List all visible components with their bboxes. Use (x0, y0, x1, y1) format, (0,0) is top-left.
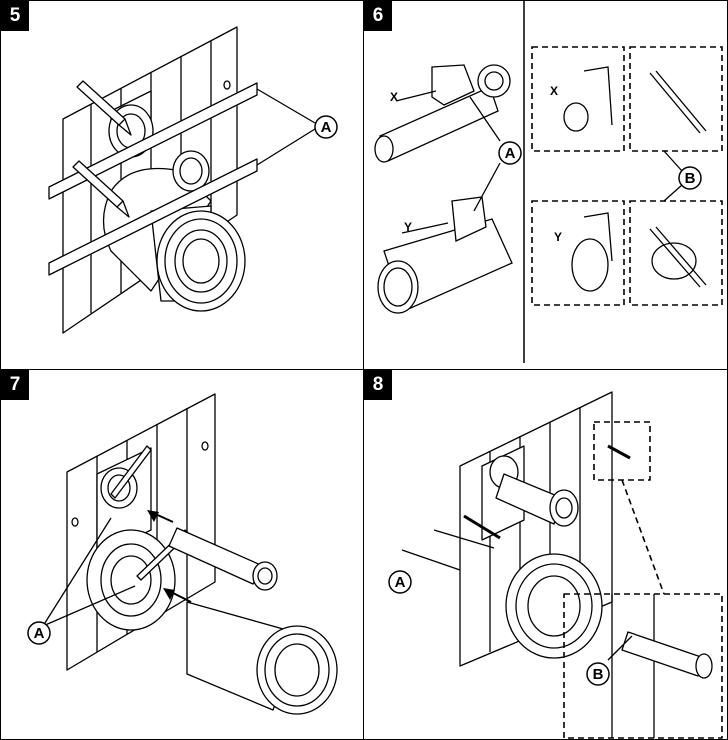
step-6-dimension-x-main: X (390, 90, 398, 104)
step-8-number: 8 (364, 370, 392, 400)
step-8-callout-a: A (395, 574, 406, 591)
step-8-panel: 8 (363, 369, 728, 740)
step-5-panel: 5 (0, 0, 364, 370)
step-8-callout-b: B (593, 666, 604, 683)
step-7-panel: 7 (0, 369, 364, 740)
step-6-dimension-y-detail: Y (554, 230, 562, 244)
step-5-callout-a: A (321, 119, 332, 136)
step-6-dimension-x-detail: X (550, 84, 558, 98)
step-5-illustration: A (48, 26, 338, 334)
step-6-number: 6 (364, 1, 392, 31)
step-6-panel: 6 (363, 0, 728, 370)
step-7-callout-a: A (34, 625, 45, 642)
step-6-illustration: A B X Y X Y (374, 1, 723, 363)
step-7-number: 7 (1, 370, 29, 400)
step-6-callout-b: B (685, 170, 696, 187)
step-7-illustration: A (27, 393, 338, 715)
step-6-callout-a: A (505, 145, 516, 162)
step-8-illustration: A B (388, 391, 723, 739)
step-6-dimension-y-main: Y (404, 220, 412, 234)
step-5-number: 5 (1, 1, 29, 31)
